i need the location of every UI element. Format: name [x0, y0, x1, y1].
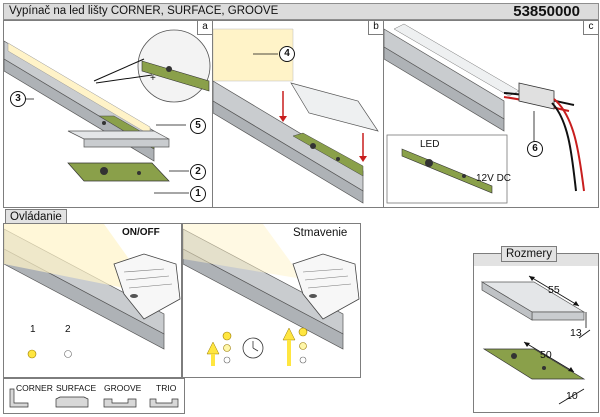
dim-length-pcb: 50: [540, 349, 552, 361]
panel-b-label: b: [368, 21, 383, 35]
inset-led-label: LED: [420, 139, 440, 150]
profiles-panel: CORNER SURFACE GROOVE TRIO: [3, 378, 185, 414]
dim-length-profile: 55: [548, 284, 560, 296]
callout-6: 6: [527, 141, 543, 157]
callout-3: 3: [10, 91, 26, 107]
dim-width-profile: 13: [570, 327, 582, 339]
plus-sign: +: [150, 73, 156, 84]
dimensions-section-tab: Rozmery: [501, 246, 558, 262]
panel-a-label: a: [197, 21, 212, 35]
onoff-label: ON/OFF: [122, 227, 160, 238]
callout-5: 5: [190, 118, 206, 134]
panel-c-label: c: [583, 21, 598, 35]
profile-groove: GROOVE: [104, 383, 142, 393]
product-code: 53850000: [513, 3, 580, 20]
state-label-2: 2: [65, 324, 71, 335]
panel-a-illustration: [4, 29, 211, 194]
dim-label: Stmavenie: [293, 227, 348, 239]
profile-trio: TRIO: [156, 383, 177, 393]
profile-corner: CORNER: [16, 383, 53, 393]
panel-b: b 4: [212, 20, 384, 208]
callout-1: 1: [190, 186, 206, 202]
onoff-illustration: [4, 224, 181, 359]
profiles-illustration: [9, 388, 179, 408]
state-label-1: 1: [30, 324, 36, 335]
callout-4: 4: [279, 46, 295, 62]
panel-b-illustration: [213, 28, 379, 204]
profile-surface: SURFACE: [56, 383, 97, 393]
dim-width-pcb: 10: [566, 390, 578, 402]
inset-voltage-label: 12V DC: [476, 173, 512, 184]
dimensions-panel: 55 13 50 10: [473, 253, 599, 413]
panel-c-illustration: [384, 23, 585, 204]
control-dim-panel: Stmavenie: [182, 223, 361, 378]
document-title: Vypínač na led lišty CORNER, SURFACE, GR…: [9, 5, 279, 17]
dim-illustration: [183, 224, 360, 366]
control-section-tab: Ovládanie: [5, 209, 67, 225]
panel-a: + a 3 5 2 1: [3, 20, 213, 208]
title-bar: Vypínač na led lišty CORNER, SURFACE, GR…: [3, 3, 599, 20]
control-onoff-panel: ON/OFF 1 2: [3, 223, 182, 378]
panel-c: LED 12V DC c 6: [383, 20, 599, 208]
callout-2: 2: [190, 164, 206, 180]
